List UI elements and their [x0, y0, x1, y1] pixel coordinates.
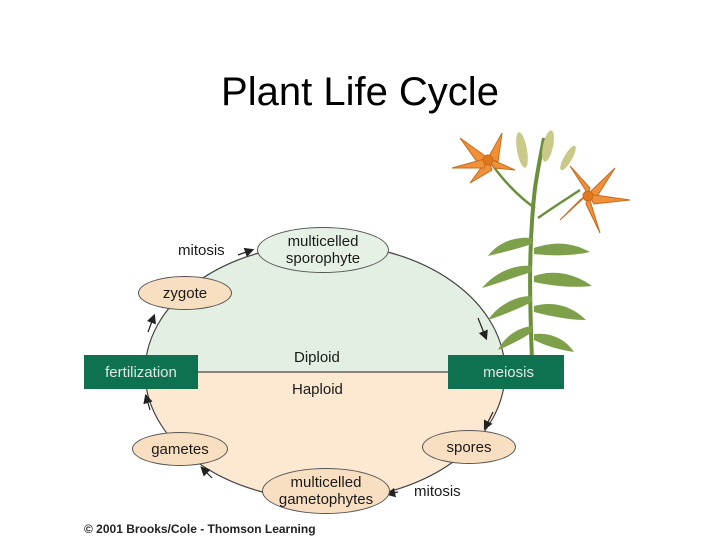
arrow-to-sporophyte	[237, 247, 255, 257]
flower-stalk-right	[537, 188, 581, 220]
haploid-label: Haploid	[292, 381, 343, 398]
lily-plant-illustration	[451, 130, 631, 361]
gametes-node: gametes	[132, 432, 228, 466]
zygote-node: zygote	[138, 276, 232, 310]
gametophytes-node: multicelled gametophytes	[262, 468, 390, 514]
leaves	[482, 237, 592, 352]
arrow-to-gametes	[200, 466, 213, 479]
haploid-region	[145, 372, 505, 500]
lily-flower-left	[451, 132, 516, 184]
diploid-label: Diploid	[294, 349, 340, 366]
mitosis-label-top: mitosis	[178, 242, 225, 259]
copyright-notice: © 2001 Brooks/Cole - Thomson Learning	[84, 522, 316, 536]
arrow-to-zygote	[146, 313, 156, 333]
diagram-title: Plant Life Cycle	[221, 70, 499, 114]
fertilization-box: fertilization	[84, 355, 198, 389]
arrow-to-meiosis	[477, 317, 488, 341]
buds	[516, 130, 576, 171]
meiosis-box: meiosis	[448, 355, 564, 389]
mitosis-label-bottom: mitosis	[414, 483, 461, 500]
plant-stem	[528, 137, 546, 361]
arrow-to-spores	[483, 411, 494, 431]
arrow-to-fertilization	[143, 393, 153, 411]
spores-node: spores	[422, 430, 516, 464]
lily-flower-right	[559, 165, 631, 234]
sporophyte-node: multicelled sporophyte	[257, 227, 389, 273]
diploid-region	[145, 244, 505, 372]
arrow-to-gametophytes	[385, 487, 399, 498]
